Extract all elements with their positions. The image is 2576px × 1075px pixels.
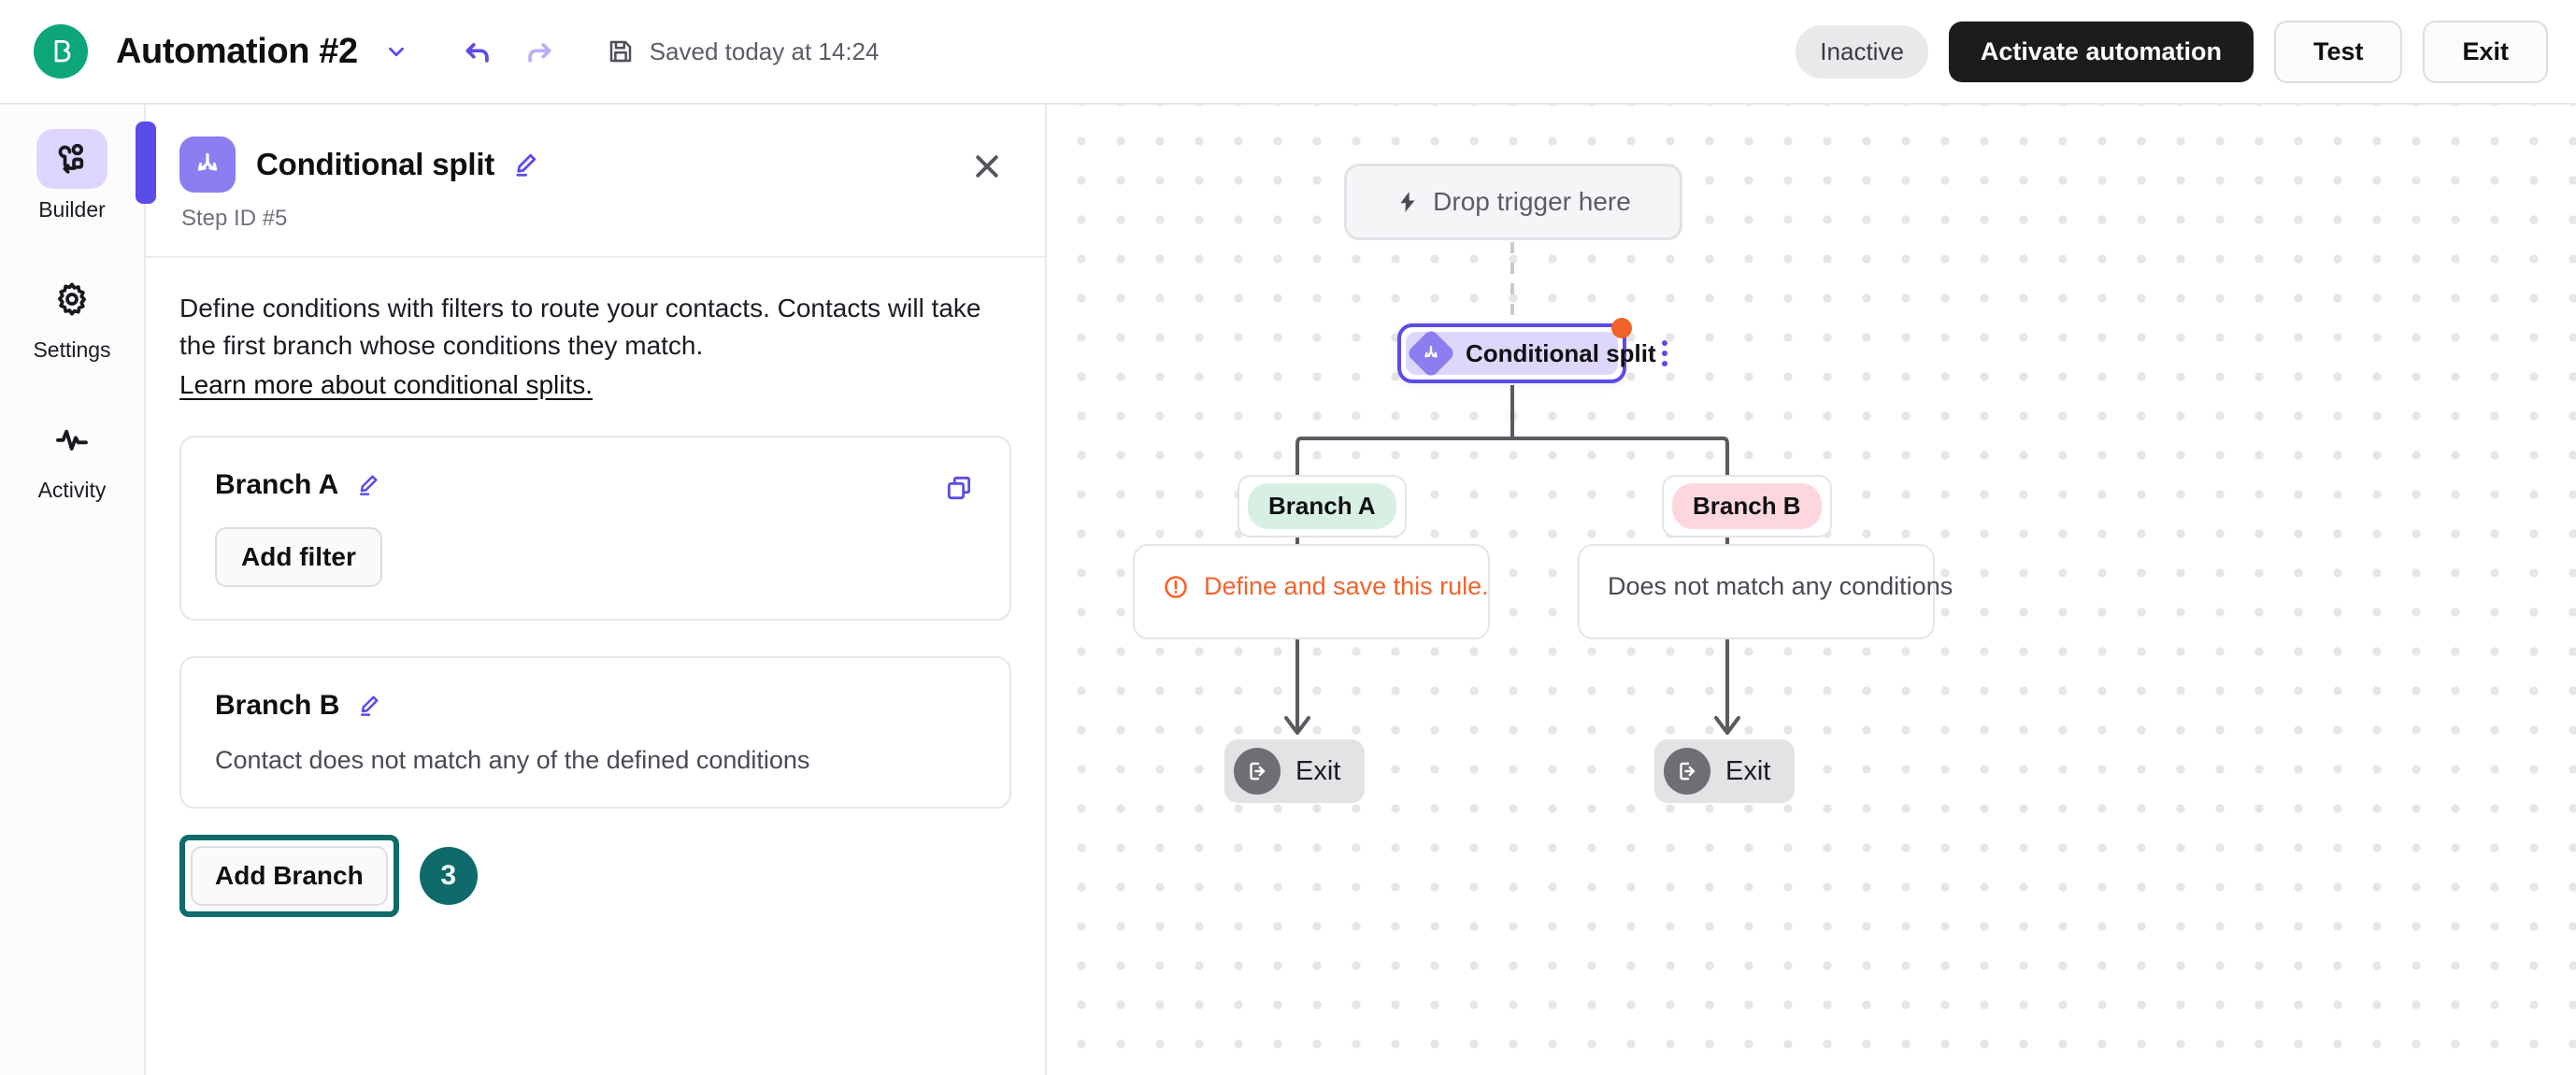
toolbar-actions: Inactive Activate automation Test Exit (1796, 20, 2548, 83)
branch-b-condition-text: Does not match any conditions (1608, 572, 1953, 600)
panel-title: Conditional split (256, 147, 495, 181)
status-badge: Inactive (1796, 24, 1928, 79)
panel-body: Define conditions with filters to route … (146, 258, 1045, 1075)
automation-title: Automation #2 (116, 31, 358, 71)
logout-exit-icon (1234, 748, 1281, 795)
branch-a-condition-box[interactable]: Define and save this rule. (1133, 544, 1490, 639)
sidebar-item-builder[interactable]: Builder (17, 129, 127, 222)
kebab-menu-icon[interactable] (1656, 335, 1673, 372)
pencil-edit-icon[interactable] (356, 693, 381, 718)
add-branch-row: Add Branch 3 (179, 834, 1011, 917)
chevron-down-icon[interactable] (375, 30, 418, 73)
canvas-node-exit-a[interactable]: Exit (1224, 739, 1366, 803)
pencil-edit-icon[interactable] (355, 472, 380, 497)
exit-a-label: Exit (1295, 755, 1341, 786)
undo-arrow-icon[interactable] (455, 29, 500, 74)
annotation-highlight-box: Add Branch (179, 834, 399, 917)
workflow-canvas[interactable]: Drop trigger here (1047, 105, 2576, 1075)
branch-chip-card-a[interactable]: Branch A (1238, 475, 1407, 538)
test-button[interactable]: Test (2273, 20, 2403, 83)
exit-b-label: Exit (1725, 755, 1771, 786)
branch-b-chip: Branch B (1672, 483, 1822, 529)
lightning-bolt-icon (1395, 190, 1420, 214)
conditional-split-icon (1406, 328, 1456, 379)
exit-button[interactable]: Exit (2423, 20, 2548, 83)
branch-a-error-text: Define and save this rule. (1204, 572, 1489, 600)
add-filter-button[interactable]: Add filter (215, 526, 382, 587)
saved-timestamp: Saved today at 14:24 (649, 36, 880, 65)
branch-a-name: Branch A (215, 468, 339, 500)
duplicate-copy-icon[interactable] (938, 467, 980, 509)
activate-automation-button[interactable]: Activate automation (1948, 21, 2254, 82)
logout-exit-icon (1664, 748, 1710, 795)
gear-icon (36, 269, 107, 329)
app-body: Builder Settings Activity (0, 105, 2576, 1075)
save-status: Saved today at 14:24 (607, 36, 880, 66)
sidebar-label-settings: Settings (33, 337, 111, 362)
learn-more-link[interactable]: Learn more about conditional splits. (179, 369, 594, 399)
canvas-node-conditional-split[interactable]: Conditional split (1397, 318, 1667, 383)
node-label: Conditional split (1466, 338, 1656, 367)
floppy-disk-save-icon (607, 37, 635, 65)
redo-arrow-icon[interactable] (517, 29, 562, 74)
sidebar-item-activity[interactable]: Activity (17, 409, 127, 503)
panel-resize-handle[interactable] (136, 122, 156, 204)
branch-chip-card-b[interactable]: Branch B (1662, 475, 1832, 538)
drop-trigger-label: Drop trigger here (1433, 187, 1631, 216)
sidebar-label-activity: Activity (37, 478, 107, 502)
canvas-inner: Drop trigger here (1047, 105, 2576, 1075)
top-toolbar: Automation #2 (0, 0, 2576, 105)
annotation-step-badge: 3 (419, 846, 478, 905)
canvas-node-exit-b[interactable]: Exit (1654, 739, 1796, 803)
pulse-activity-icon (36, 409, 107, 469)
alert-circle-icon (1163, 574, 1189, 600)
brevo-b-logo-icon (34, 24, 88, 79)
branch-a-chip: Branch A (1248, 483, 1396, 529)
step-config-panel: Conditional split Step ID #5 (136, 105, 1047, 1075)
sidebar-item-settings[interactable]: Settings (17, 269, 127, 363)
add-branch-button[interactable]: Add Branch (191, 845, 388, 906)
branch-b-subtitle: Contact does not match any of the define… (215, 745, 810, 774)
sidebar-label-builder: Builder (38, 197, 106, 222)
panel-header: Conditional split Step ID #5 (146, 105, 1045, 258)
step-id-label: Step ID #5 (181, 206, 288, 231)
pencil-edit-icon[interactable] (511, 150, 539, 179)
workflow-builder-icon (36, 129, 107, 189)
branch-card-b: Branch B Contact does not match any of t… (179, 655, 1011, 809)
conditional-split-icon (179, 136, 236, 193)
branch-card-a: Branch A Ad (179, 435, 1011, 621)
history-controls (455, 29, 562, 74)
drop-trigger-zone[interactable]: Drop trigger here (1344, 164, 1682, 240)
close-x-icon[interactable] (965, 144, 1009, 189)
branch-b-name: Branch B (215, 689, 340, 721)
left-nav-rail: Builder Settings Activity (0, 105, 146, 1075)
node-error-dot (1611, 318, 1632, 338)
panel-description: Define conditions with filters to route … (179, 294, 981, 360)
branch-b-condition-box[interactable]: Does not match any conditions (1578, 544, 1953, 639)
